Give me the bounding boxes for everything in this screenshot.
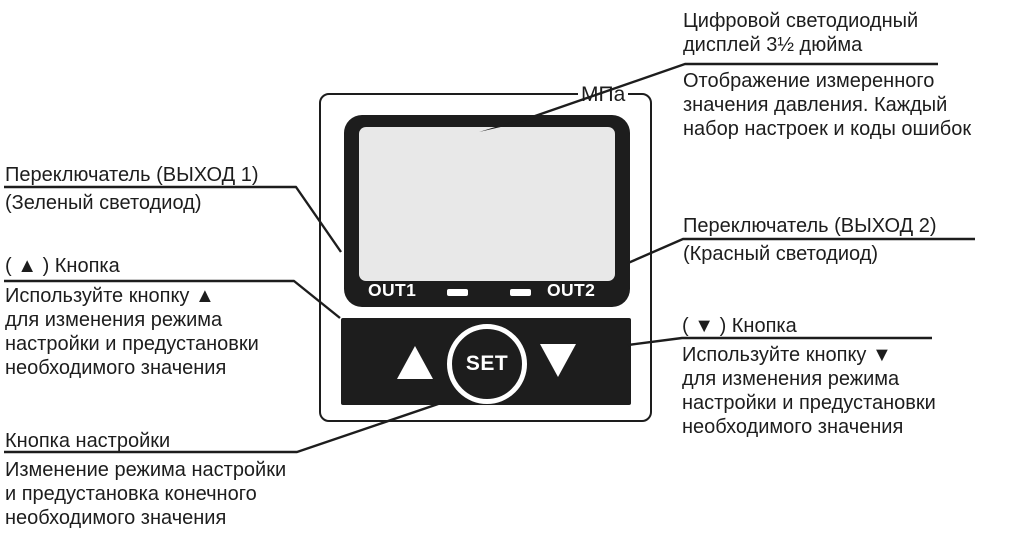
out1-led-indicator: [447, 289, 468, 296]
annotation-body-line: значения давления. Каждый: [683, 94, 948, 116]
annotation-body-line: для изменения режима: [5, 309, 223, 331]
out1-label: OUT1: [368, 280, 417, 300]
annotation-set-button: Кнопка настройки Изменение режима настро…: [5, 429, 286, 530]
annotation-title: ( ▲ ) Кнопка: [5, 255, 120, 277]
annotation-body-line: набор настроек и коды ошибок: [683, 118, 972, 140]
annotation-up-button: ( ▲ ) Кнопка Используйте кнопку ▲ для из…: [5, 254, 259, 380]
pressure-unit-label: МПа: [578, 83, 629, 107]
annotation-body-line: и предустановка конечного: [5, 483, 257, 505]
annotation-body-line: Изменение режима настройки: [5, 459, 287, 481]
annotation-title: ( ▼ ) Кнопка: [682, 315, 797, 337]
annotation-body-line: необходимого значения: [682, 416, 904, 438]
annotation-body-line: необходимого значения: [5, 357, 227, 379]
set-button-label: SET: [465, 352, 509, 375]
annotation-display: Цифровой светодиодный дисплей 3½ дюйма О…: [683, 9, 971, 141]
led-display-screen: [359, 127, 615, 281]
annotation-body-line: для изменения режима: [682, 368, 900, 390]
button-panel: SET: [341, 318, 631, 405]
annotation-down-button: ( ▼ ) Кнопка Используйте кнопку ▼ для из…: [682, 314, 936, 439]
annotation-title: Кнопка настройки: [5, 430, 171, 452]
down-button[interactable]: [540, 344, 576, 377]
display-bezel: OUT1 OUT2: [344, 115, 630, 307]
annotation-title: Переключатель (ВЫХОД 2): [683, 215, 937, 237]
annotation-body-line: настройки и предустановки: [682, 392, 936, 414]
annotation-subtitle: (Зеленый светодиод): [5, 192, 202, 214]
annotation-body-line: Используйте кнопку ▲: [5, 285, 215, 307]
annotation-title: Переключатель (ВЫХОД 1): [5, 164, 259, 186]
annotation-title: Цифровой светодиодный: [683, 10, 919, 32]
out2-led-indicator: [510, 289, 531, 296]
annotation-subtitle: (Красный светодиод): [683, 243, 879, 265]
up-button[interactable]: [397, 346, 433, 379]
annotation-title: дисплей 3½ дюйма: [683, 34, 863, 56]
annotation-output1: Переключатель (ВЫХОД 1) (Зеленый светоди…: [5, 163, 258, 215]
out2-label: OUT2: [547, 280, 596, 300]
annotation-body-line: настройки и предустановки: [5, 333, 259, 355]
annotation-body-line: Используйте кнопку ▼: [682, 344, 892, 366]
set-button[interactable]: SET: [447, 324, 527, 404]
annotation-output2: Переключатель (ВЫХОД 2) (Красный светоди…: [683, 214, 936, 266]
device-body: OUT1 OUT2 SET: [319, 93, 652, 422]
annotation-body-line: Отображение измеренного: [683, 70, 935, 92]
annotation-body-line: необходимого значения: [5, 507, 227, 529]
